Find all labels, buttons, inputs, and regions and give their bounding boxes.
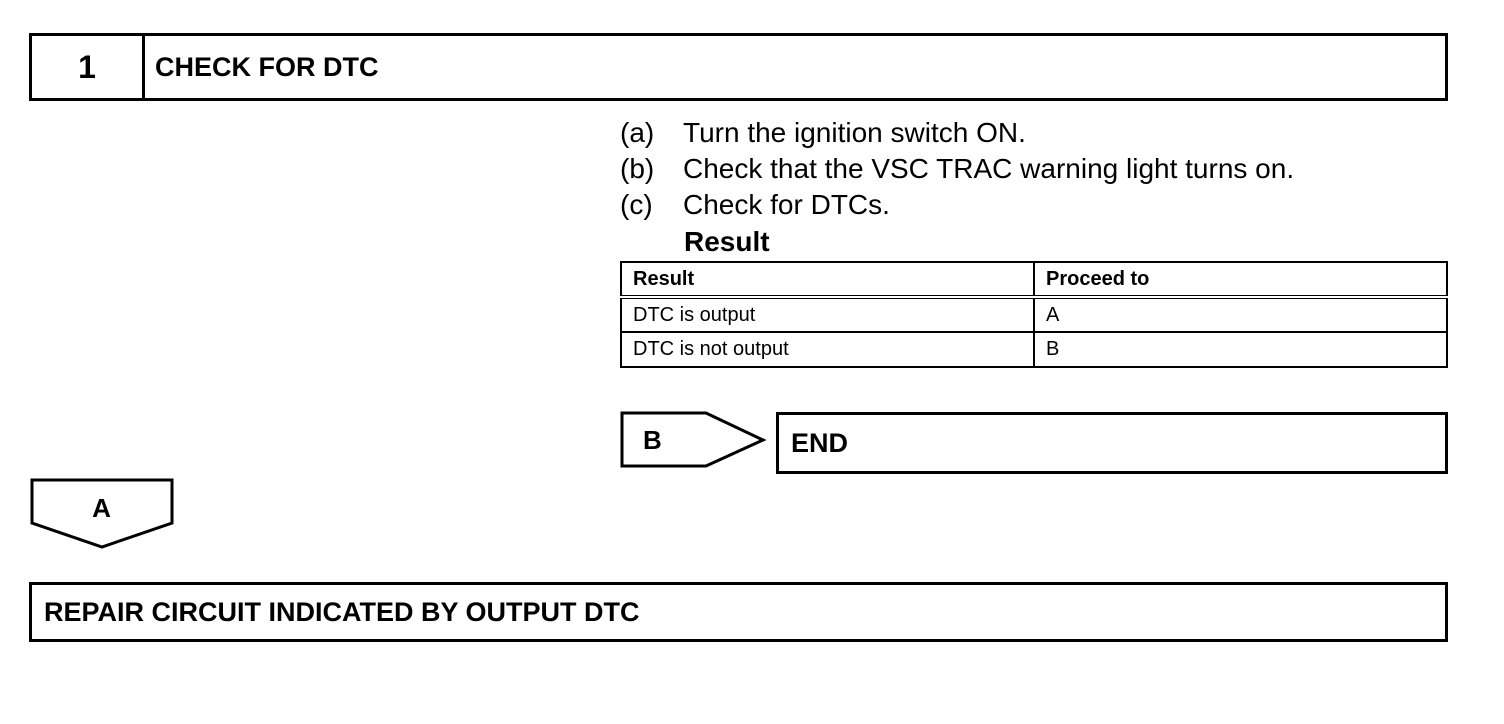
table-cell-proceed: A [1033, 296, 1448, 333]
table-cell-result: DTC is not output [620, 331, 1035, 368]
instruction-item: (c) Check for DTCs. [620, 187, 1450, 223]
branch-b-arrow [620, 411, 767, 468]
step-title: CHECK FOR DTC [155, 51, 379, 82]
instruction-text: Turn the ignition switch ON. [683, 117, 1026, 148]
table-row: DTC is output A [620, 296, 1448, 333]
branch-a-arrow [30, 478, 174, 549]
table-cell-result: DTC is output [620, 296, 1035, 333]
instruction-item: (a) Turn the ignition switch ON. [620, 115, 1450, 151]
table-header-proceed: Proceed to [1033, 261, 1448, 299]
instruction-list: (a) Turn the ignition switch ON. (b) Che… [620, 115, 1450, 223]
branch-a-label: A [92, 493, 111, 523]
step-header: 1 CHECK FOR DTC [29, 33, 1448, 101]
instruction-text: Check for DTCs. [683, 189, 890, 220]
table-cell-proceed: B [1033, 331, 1448, 368]
table-row: DTC is not output B [620, 331, 1448, 368]
result-table: Result Proceed to DTC is output A DTC is… [620, 261, 1448, 368]
instruction-letter: (a) [620, 117, 655, 148]
instruction-item: (b) Check that the VSC TRAC warning ligh… [620, 151, 1450, 187]
instruction-letter: (c) [620, 189, 653, 220]
instruction-letter: (b) [620, 153, 655, 184]
table-header-result: Result [620, 261, 1035, 299]
instruction-text: Check that the VSC TRAC warning light tu… [683, 153, 1295, 184]
repair-box: REPAIR CIRCUIT INDICATED BY OUTPUT DTC [29, 582, 1448, 642]
result-heading: Result [684, 226, 770, 257]
step-number: 1 [32, 36, 145, 98]
end-box: END [776, 412, 1448, 474]
table-header-row: Result Proceed to [620, 261, 1448, 299]
branch-b-label: B [643, 425, 662, 455]
